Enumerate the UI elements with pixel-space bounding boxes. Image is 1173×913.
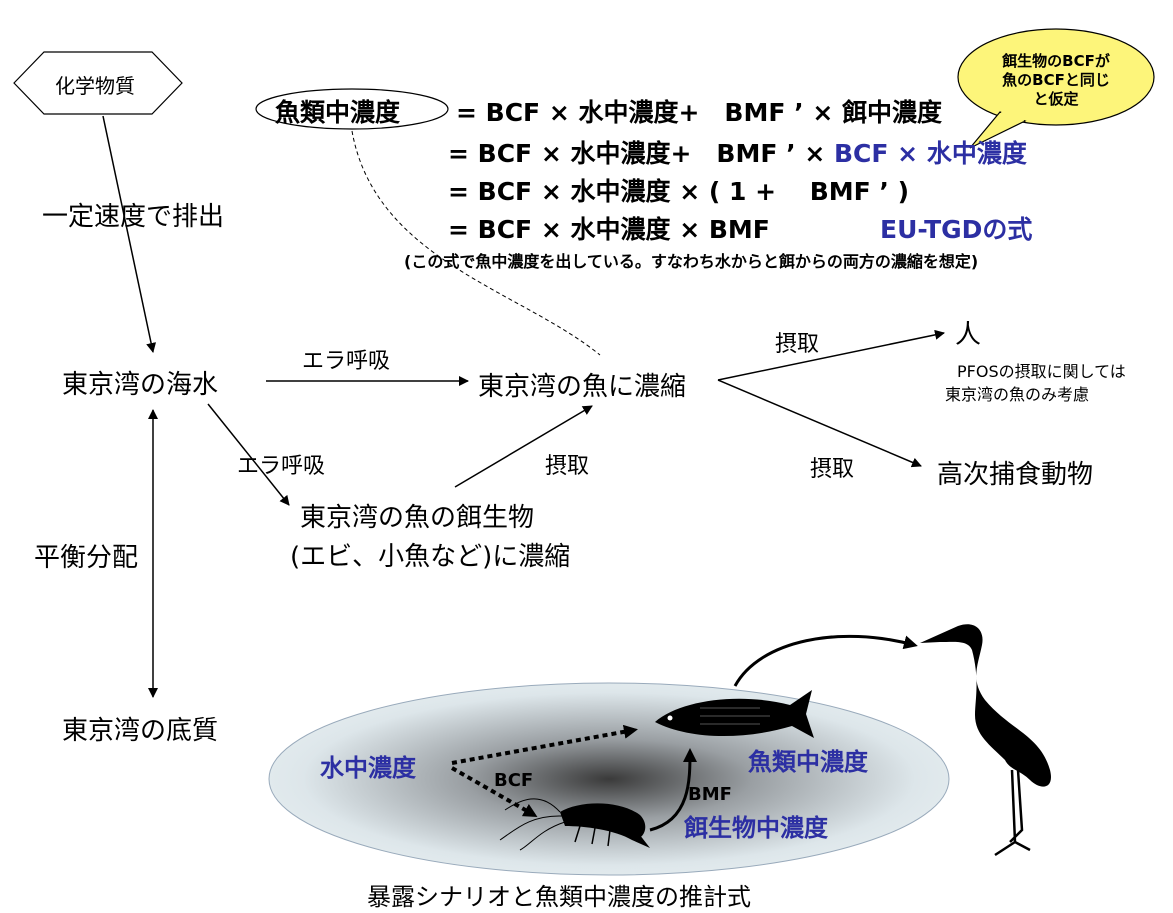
fish-icon [655,690,814,738]
human-node: 人 [955,320,982,350]
prey-node-line2: (エビ、小魚など)に濃縮 [290,542,571,572]
lower-prey-label: 餌生物中濃度 [684,814,828,842]
intake-label-predator: 摂取 [810,457,855,482]
hexagon-shape [13,51,183,115]
pfos-note-line1: PFOSの摂取に関しては [957,362,1126,381]
formula-line2-b: BCF × 水中濃度 [834,139,1027,168]
lower-ellipse [268,682,950,876]
lower-water-label: 水中濃度 [320,754,416,782]
lower-bcf-label: BCF [494,770,534,791]
dotted-arrow-prey [451,766,538,817]
sediment-node: 東京湾の底質 [62,716,219,746]
intake-label-human: 摂取 [775,332,820,357]
fish-node: 東京湾の魚に濃縮 [478,372,687,402]
formula-line4-a: = BCF × 水中濃度 × BMF [448,215,770,244]
figure-caption: 暴露シナリオと魚類中濃度の推計式 [367,883,751,911]
formula-line2: = BCF × 水中濃度+ BMF ’ × BCF × 水中濃度 [448,134,1027,170]
intake-arrow-prey-fish [454,405,593,488]
formula-ellipse [255,88,449,130]
emission-arrow [102,115,157,353]
bubble-line3: と仮定 [1033,90,1079,108]
bubble-line2: 魚のBCFと同じ [1002,71,1110,89]
formula-note: (この式で魚中濃度を出している。すなわち水からと餌からの両方の濃縮を想定) [404,252,979,271]
bubble-line1: 餌生物のBCFが [1002,52,1110,70]
dashed-link [351,130,601,356]
shrimp-icon [499,798,650,851]
prey-node-line1: 東京湾の魚の餌生物 [300,503,535,533]
predator-node: 高次捕食動物 [937,460,1094,490]
equilibrium-label: 平衡分配 [34,543,139,573]
speech-bubble-shape [957,28,1155,149]
formula-line2-a: = BCF × 水中濃度+ BMF ’ × [448,139,834,168]
formula-line1: = BCF × 水中濃度+ BMF ’ × 餌中濃度 [456,98,942,127]
bmf-arrow [649,748,697,832]
fish-to-bird-arrow [733,634,918,687]
pfos-note-line2: 東京湾の魚のみ考慮 [945,385,1090,404]
gill-arrow-prey [207,403,290,506]
formula-line3: = BCF × 水中濃度 × ( 1 + BMF ’ ) [448,177,910,206]
hexagon-label: 化学物質 [55,74,135,98]
lower-bmf-label: BMF [688,784,732,805]
formula-lhs: 魚類中濃度 [275,98,401,127]
seawater-node: 東京湾の海水 [62,370,219,400]
heron-icon [920,624,1051,857]
speech-bubble-text: 餌生物のBCFが 魚のBCFと同じ と仮定 [960,52,1152,109]
intake-arrow-predator [717,379,922,468]
intake-label-prey: 摂取 [545,454,590,479]
lower-fish-label: 魚類中濃度 [748,748,868,776]
gill-label-prey: エラ呼吸 [237,454,326,479]
emission-label: 一定速度で排出 [42,202,225,232]
formula-line4-b: EU-TGDの式 [880,215,1033,244]
intake-arrow-human [717,329,945,381]
gill-label-fish: エラ呼吸 [302,349,391,374]
dotted-arrow-fish [451,724,638,765]
